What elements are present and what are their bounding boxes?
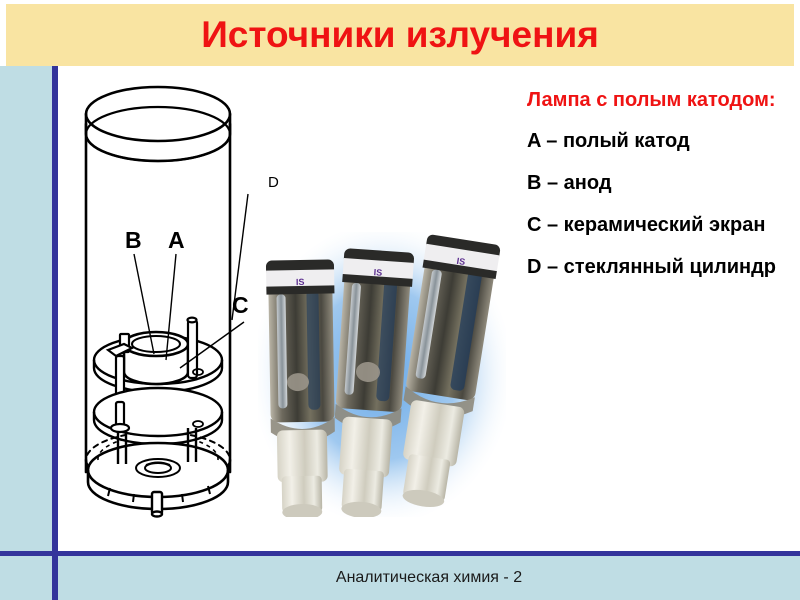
diagram-label-c: C (232, 292, 249, 318)
legend-item-a: A – полый катод (527, 130, 690, 152)
lamp-label-text: IS (296, 277, 305, 287)
legend-item-c: C – керамический экран (527, 214, 766, 236)
lamp-label-text: IS (373, 267, 382, 278)
diagram-svg (84, 85, 249, 518)
footer-label: Аналитическая химия - 2 (335, 569, 523, 586)
lamp-item: IS (334, 248, 415, 517)
hollow-cathode-diagram: B A C D (62, 72, 287, 522)
left-accent-band (0, 66, 52, 551)
vertical-divider (52, 66, 58, 600)
left-accent-band-lower (0, 556, 52, 600)
description-heading: Лампа с полым катодом: (527, 89, 776, 111)
description-list: Лампа с полым катодом: A – полый катод B… (527, 88, 795, 297)
diagram-label-d: D (268, 174, 279, 191)
hollow-cathode-lamp-photo: IS IS (258, 232, 506, 517)
lamp-item: IS (265, 259, 335, 517)
diagram-label-a: A (168, 227, 185, 253)
lamp-label-text: IS (456, 256, 466, 267)
footer-band (58, 556, 800, 600)
lamp-photo-svg: IS IS (258, 232, 506, 517)
lamp-item: IS (402, 234, 501, 508)
horizontal-divider (0, 551, 800, 556)
page-title: Источники излучения (201, 14, 599, 55)
diagram-label-b: B (125, 227, 142, 253)
title-banner: Источники излучения (6, 4, 794, 66)
legend-item-d: D – стеклянный цилиндр (527, 256, 777, 278)
legend-item-b: B – анод (527, 172, 612, 194)
